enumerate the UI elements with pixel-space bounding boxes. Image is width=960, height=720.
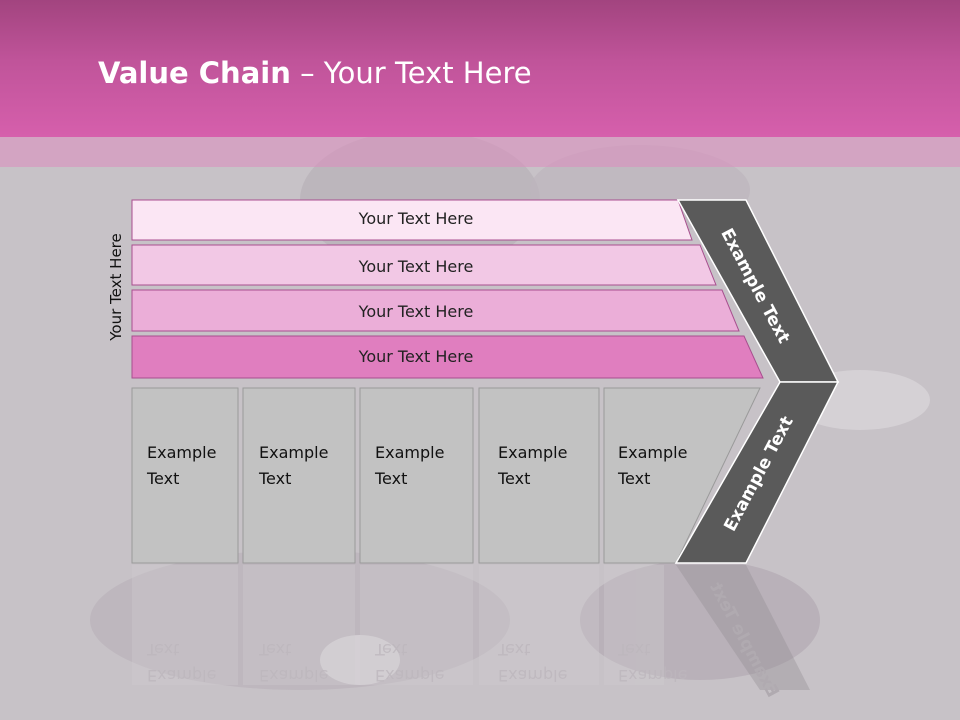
reflection-line1: Example (259, 666, 329, 685)
column-box-4[interactable] (478, 387, 600, 564)
bar-shape-1[interactable] (131, 199, 693, 241)
slide-title[interactable]: Value Chain – Your Text Here (98, 56, 532, 90)
column-box-3[interactable] (359, 387, 474, 564)
reflection-line1: Example (147, 666, 217, 685)
reflection-line1: Example (498, 666, 568, 685)
bar-shape-3[interactable] (131, 289, 740, 332)
reflection-line2: Text (498, 640, 531, 659)
column-label-line2: Text (375, 469, 408, 488)
column-label-line1: Example (618, 443, 688, 462)
reflection-line2: Text (375, 640, 408, 659)
title-bold: Value Chain (98, 56, 291, 90)
bar-label-3[interactable]: Your Text Here (358, 302, 474, 321)
chevron-reflection (676, 565, 810, 690)
column-label-line2: Text (147, 469, 180, 488)
reflection-line2: Text (618, 640, 651, 659)
column-label-line2: Text (259, 469, 292, 488)
reflection-line1: Example (618, 666, 688, 685)
header-band (0, 0, 960, 137)
bar-label-1[interactable]: Your Text Here (358, 209, 474, 228)
column-label-line2: Text (498, 469, 531, 488)
bar-shape-4[interactable] (131, 335, 764, 379)
column-label-reflection-3: Example Text (375, 636, 444, 688)
chevron-lower[interactable] (674, 381, 840, 564)
title-rest: – Your Text Here (290, 56, 532, 90)
bar-label-2[interactable]: Your Text Here (358, 257, 474, 276)
reflection-line2: Text (147, 640, 180, 659)
bar-shape-2[interactable] (131, 244, 717, 286)
column-label-line1: Example (375, 443, 445, 462)
header-stripe (0, 137, 960, 167)
column-box-1[interactable] (131, 387, 239, 564)
column-label-line2: Text (618, 469, 651, 488)
column-label-reflection-5: Example Text (618, 636, 687, 688)
bar-label-4[interactable]: Your Text Here (358, 347, 474, 366)
column-label-line1: Example (147, 443, 217, 462)
column-label-line1: Example (259, 443, 329, 462)
column-label-reflection-1: Example Text (147, 636, 216, 688)
reflection-line2: Text (259, 640, 292, 659)
column-label-reflection-2: Example Text (259, 636, 328, 688)
column-box-2[interactable] (242, 387, 356, 564)
column-label-reflection-4: Example Text (498, 636, 567, 688)
column-reflections (132, 565, 664, 685)
column-label-line1: Example (498, 443, 568, 462)
reflection-line1: Example (375, 666, 445, 685)
